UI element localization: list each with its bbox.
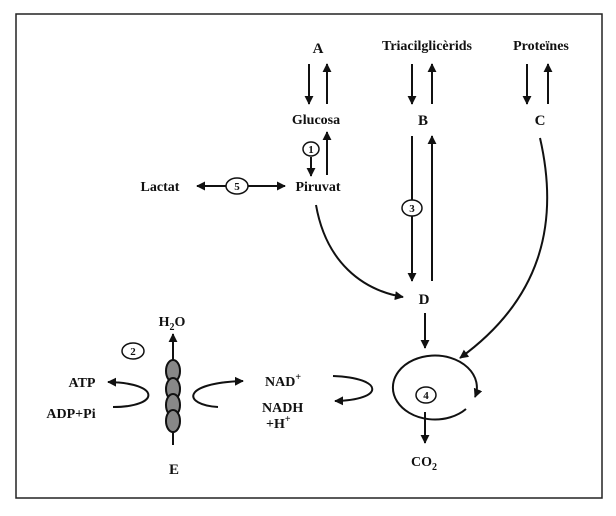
krebs-cycle [391, 354, 483, 421]
step-4-marker [415, 386, 437, 404]
label-atp: ATP [69, 376, 96, 391]
arrow-piruvat-to-d [315, 204, 404, 301]
arrow-nad-to-nadh [332, 375, 374, 406]
step-1-label: 1 [308, 144, 314, 156]
label-nadh: NADH [262, 401, 303, 416]
label-adp-pi: ADP+Pi [46, 407, 95, 422]
arrow-chain-to-nad [192, 376, 244, 408]
label-nad: NAD+ [265, 372, 301, 390]
label-lactat: Lactat [141, 180, 180, 195]
step-5-label: 5 [234, 181, 240, 193]
label-glucosa: Glucosa [292, 113, 340, 128]
label-h2o: H2O [159, 315, 186, 333]
step-3-marker [401, 199, 423, 217]
label-triacilglicerids: Triacilglicèrids [382, 39, 472, 54]
arrow-c-to-cycle [459, 137, 549, 359]
label-piruvat: Piruvat [295, 180, 340, 195]
label-d: D [419, 292, 430, 308]
arrow-adp-to-atp [107, 377, 150, 408]
label-b: B [418, 113, 428, 129]
label-e: E [169, 462, 179, 478]
step-5-marker [225, 177, 249, 195]
label-co2: CO2 [411, 455, 437, 473]
label-proteines: Proteïnes [513, 39, 569, 54]
diagram-frame [15, 13, 603, 499]
step-2-marker [121, 342, 145, 360]
chain-complex-4 [165, 409, 181, 433]
step-1-marker [302, 141, 320, 157]
label-h-plus: +H+ [266, 414, 291, 432]
step-3-label: 3 [409, 203, 415, 215]
step-4-label: 4 [423, 390, 429, 402]
label-a: A [313, 41, 324, 57]
label-c: C [535, 113, 546, 129]
step-2-label: 2 [130, 346, 136, 358]
